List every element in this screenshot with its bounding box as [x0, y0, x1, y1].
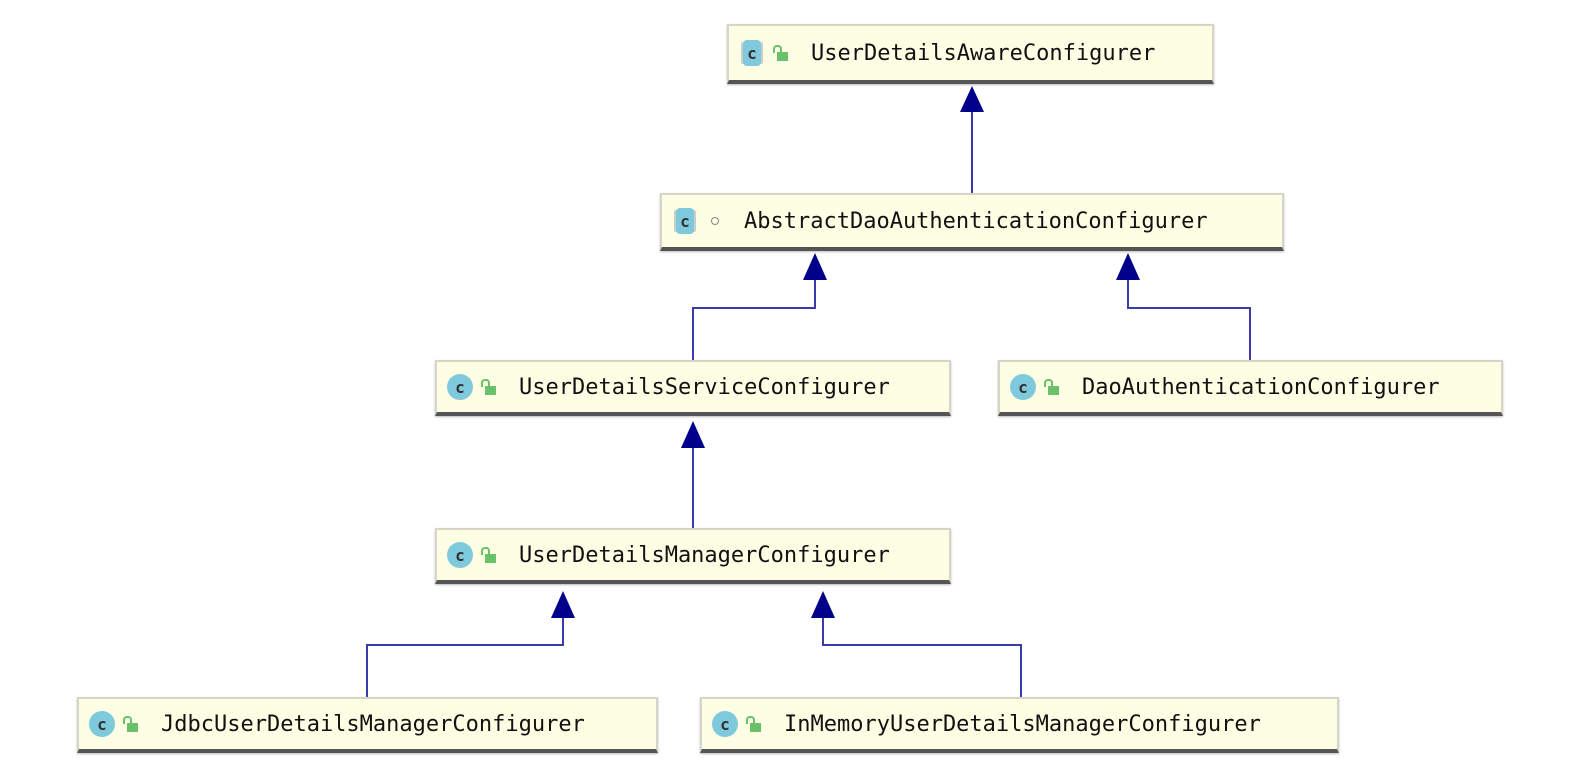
public-lock-icon [480, 546, 497, 563]
edge-n3-n2 [692, 278, 816, 360]
public-lock-icon [1043, 378, 1060, 395]
class-node-user-details-aware-configurer[interactable]: c UserDetailsAwareConfigurer [727, 24, 1214, 84]
abstract-class-icon: c [676, 208, 694, 234]
class-node-abstract-dao-authentication-configurer[interactable]: c AbstractDaoAuthenticationConfigurer [660, 193, 1284, 251]
arrowhead [811, 591, 835, 618]
arrowhead [960, 86, 984, 112]
class-icon: c [447, 542, 473, 568]
public-lock-icon [122, 715, 139, 732]
class-name: UserDetailsServiceConfigurer [519, 374, 890, 400]
class-name: UserDetailsAwareConfigurer [811, 40, 1156, 66]
abstract-class-icon: c [743, 40, 761, 66]
arrowhead [1116, 253, 1140, 280]
class-node-in-memory-user-details-manager-configurer[interactable]: c InMemoryUserDetailsManagerConfigurer [700, 697, 1339, 753]
class-icon: c [1010, 374, 1036, 400]
class-node-user-details-manager-configurer[interactable]: c UserDetailsManagerConfigurer [435, 528, 951, 584]
arrowhead [681, 421, 705, 448]
public-lock-icon [745, 715, 762, 732]
class-node-jdbc-user-details-manager-configurer[interactable]: c JdbcUserDetailsManagerConfigurer [77, 697, 658, 753]
public-lock-icon [480, 378, 497, 395]
class-name: UserDetailsManagerConfigurer [519, 542, 890, 568]
package-private-icon [708, 214, 722, 228]
edge-n4-n2 [1127, 278, 1251, 360]
public-lock-icon [772, 44, 789, 61]
arrowhead [803, 253, 827, 280]
class-name: JdbcUserDetailsManagerConfigurer [161, 711, 585, 737]
edge-n7-n5 [822, 616, 1022, 697]
class-name: DaoAuthenticationConfigurer [1082, 374, 1440, 400]
class-name: AbstractDaoAuthenticationConfigurer [744, 208, 1208, 234]
edge-n6-n5 [366, 616, 564, 697]
class-node-dao-authentication-configurer[interactable]: c DaoAuthenticationConfigurer [998, 360, 1503, 416]
class-icon: c [89, 711, 115, 737]
class-name: InMemoryUserDetailsManagerConfigurer [784, 711, 1261, 737]
class-icon: c [712, 711, 738, 737]
arrowhead [551, 591, 575, 618]
class-icon: c [447, 374, 473, 400]
class-node-user-details-service-configurer[interactable]: c UserDetailsServiceConfigurer [435, 360, 951, 416]
